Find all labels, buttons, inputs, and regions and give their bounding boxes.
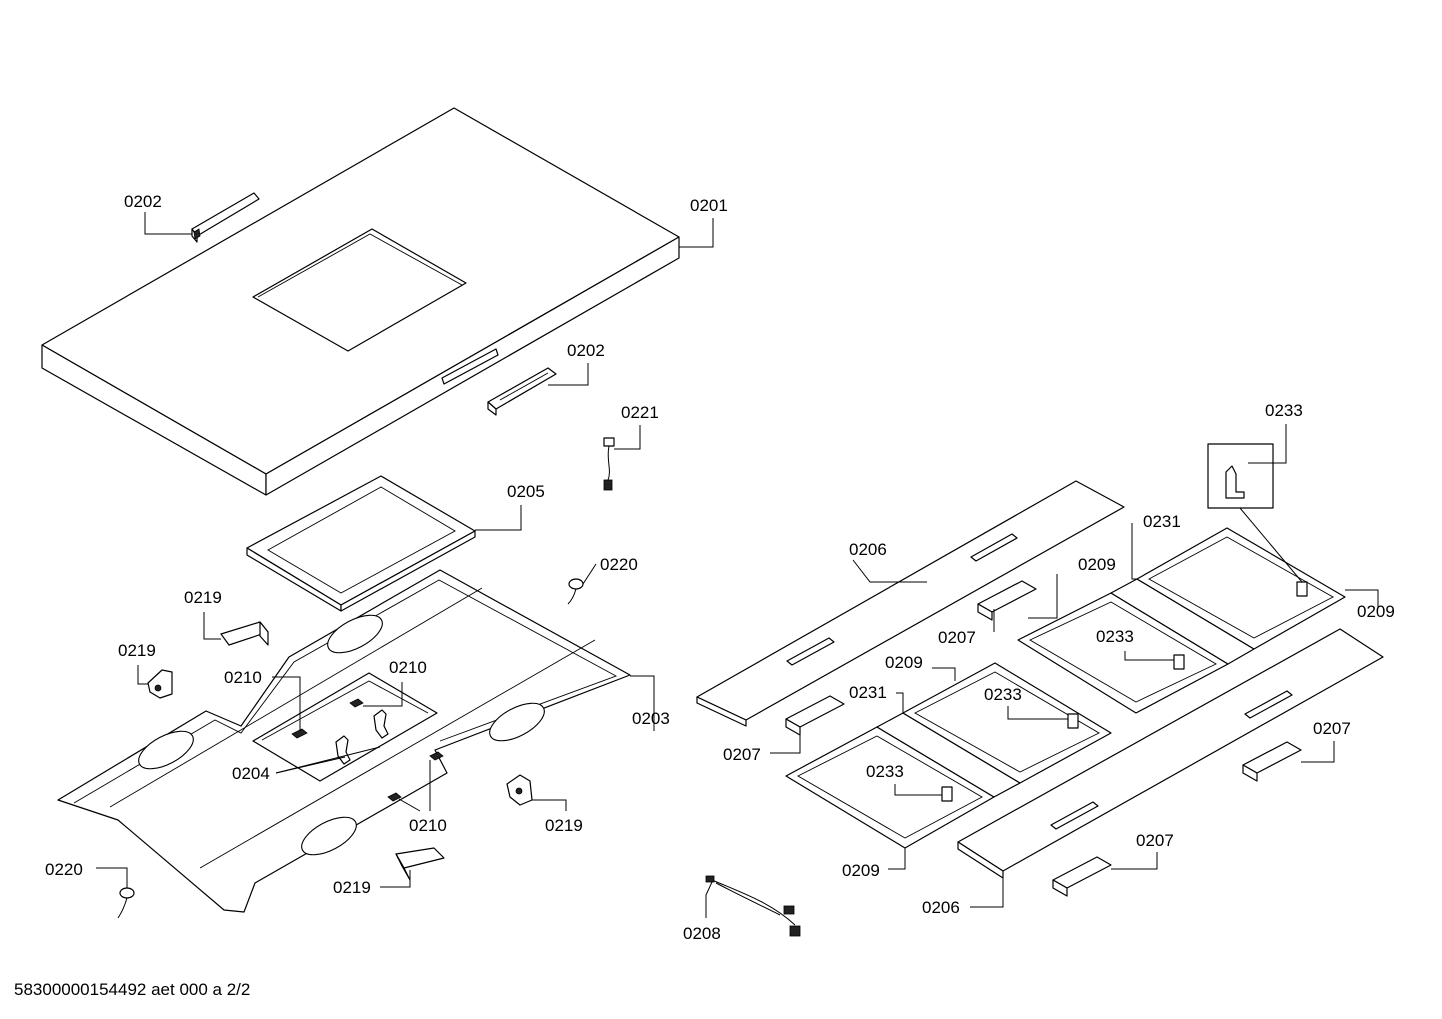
label-0220-lower: 0220 <box>45 860 83 879</box>
drawing-reference-number: 58300000154492 aet 000 a 2/2 <box>14 980 251 999</box>
callout-labels: 0202 0201 0202 0221 0205 0220 0219 0219 … <box>45 192 1395 943</box>
part-0220-sensor-lower <box>117 887 135 919</box>
label-0209-a: 0209 <box>1078 555 1116 574</box>
label-0219-d: 0219 <box>333 878 371 897</box>
leader-lines <box>96 212 1379 918</box>
label-0233-d: 0233 <box>866 762 904 781</box>
label-0220-upper: 0220 <box>600 555 638 574</box>
label-0207-c: 0207 <box>1313 719 1351 738</box>
part-0219-bracket-b <box>147 669 173 699</box>
part-0207-lamp-2 <box>977 580 1037 621</box>
label-0206-lower: 0206 <box>922 898 960 917</box>
part-0209-frame-4 <box>1136 527 1346 650</box>
part-0233-detail-box <box>1207 443 1303 583</box>
part-0202-bracket-lower <box>487 367 557 416</box>
label-0231-b: 0231 <box>849 683 887 702</box>
label-0209-b: 0209 <box>1357 602 1395 621</box>
part-0219-bracket-d <box>395 847 445 881</box>
part-0205-frame <box>246 475 476 612</box>
label-0210-b: 0210 <box>389 658 427 677</box>
part-0210-clips <box>291 698 444 802</box>
label-0204: 0204 <box>232 764 270 783</box>
part-0233-clip-4 <box>1296 581 1308 597</box>
label-0208: 0208 <box>683 924 721 943</box>
label-0231-a: 0231 <box>1143 512 1181 531</box>
part-0201-cover-panel <box>41 107 680 496</box>
label-0233-top: 0233 <box>1265 401 1303 420</box>
label-0202-lower: 0202 <box>567 341 605 360</box>
label-0207-b: 0207 <box>723 745 761 764</box>
label-0207-d: 0207 <box>1136 831 1174 850</box>
label-0219-c: 0219 <box>545 816 583 835</box>
part-0207-lamp-3 <box>1242 741 1302 782</box>
part-0206-rail-upper <box>696 480 1125 727</box>
part-0207-lamp-1 <box>785 695 845 736</box>
label-0205: 0205 <box>507 482 545 501</box>
part-0220-sensor-upper <box>567 578 584 605</box>
label-0209-d: 0209 <box>842 861 880 880</box>
part-0233-clip-1 <box>941 786 953 802</box>
label-0233-c: 0233 <box>984 685 1022 704</box>
label-0206-upper: 0206 <box>849 540 887 559</box>
part-0233-clip-2 <box>1067 713 1079 729</box>
label-0202-upper: 0202 <box>124 192 162 211</box>
label-0219-b: 0219 <box>118 641 156 660</box>
label-0210-a: 0210 <box>224 668 262 687</box>
label-0210-c: 0210 <box>409 816 447 835</box>
label-0203: 0203 <box>632 709 670 728</box>
part-0209-frame-2 <box>902 662 1112 784</box>
label-0219-a: 0219 <box>184 588 222 607</box>
label-0207-a: 0207 <box>938 628 976 647</box>
part-0219-bracket-a <box>220 621 269 646</box>
part-0207-lamp-4 <box>1052 856 1112 897</box>
label-0233-b: 0233 <box>1096 627 1134 646</box>
part-0233-clip-3 <box>1173 654 1185 670</box>
label-0209-c: 0209 <box>885 653 923 672</box>
part-0208-wiring-harness <box>705 875 801 937</box>
label-0221: 0221 <box>621 403 659 422</box>
part-0221-cable <box>603 437 615 491</box>
label-0201: 0201 <box>690 196 728 215</box>
part-0219-bracket-c <box>506 774 533 806</box>
